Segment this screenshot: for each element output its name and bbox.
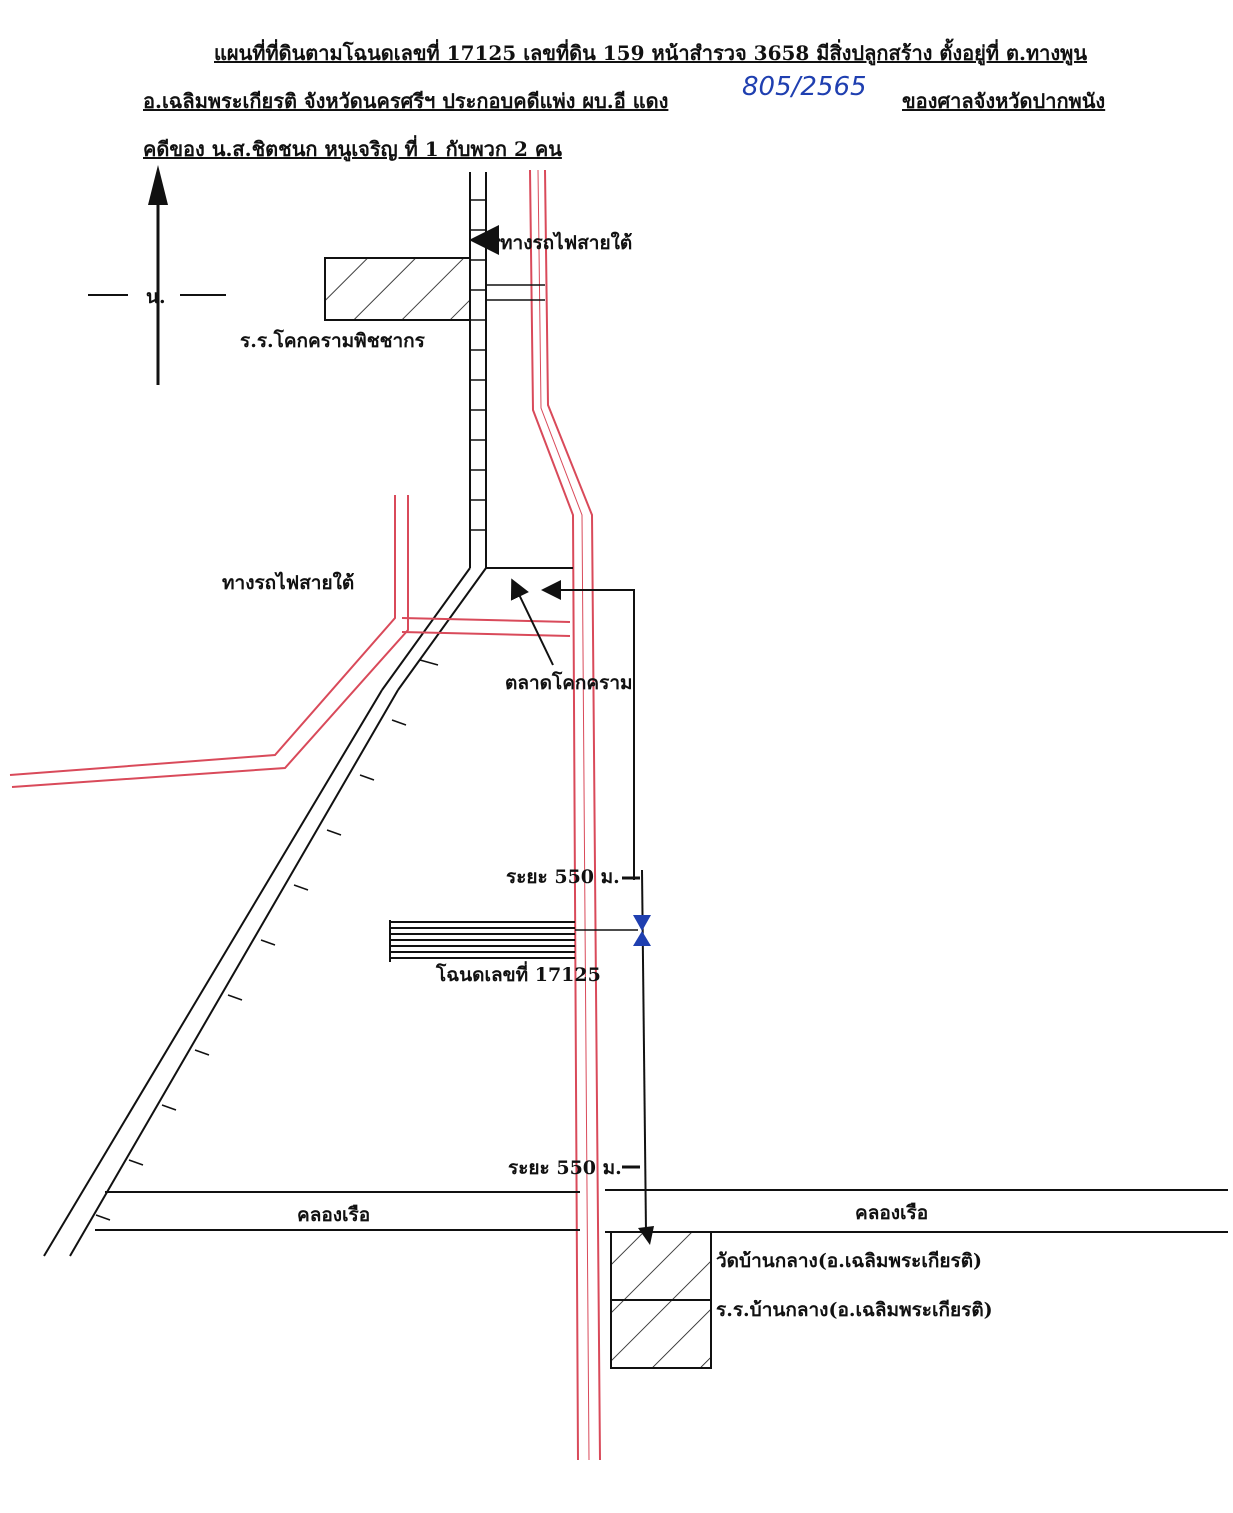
case-number-handwritten: 805/2565 (742, 72, 867, 102)
distance-label-2: ระยะ 550 ม. (508, 1157, 622, 1179)
road-left (9, 495, 571, 788)
header-line-3: คดีของ น.ส.ชิตชนก หนูเจริญ ที่ 1 กับพวก … (143, 137, 562, 161)
road-main (529, 169, 601, 1461)
school-bottom-label: ร.ร.บ้านกลาง(อ.เฉลิมพระเกียรติ) (716, 1299, 993, 1321)
location-marker-icon (633, 915, 651, 946)
school-bottom-block (610, 1299, 712, 1369)
deed-label: โฉนดเลขที่ 17125 (436, 964, 601, 986)
railway-top-label: ทางรถไฟสายใต้ (500, 232, 633, 254)
temple-label: วัดบ้านกลาง(อ.เฉลิมพระเกียรติ) (716, 1250, 983, 1272)
compass-icon (88, 165, 226, 385)
market-arrow-2 (541, 580, 635, 880)
header-line-2-end: ของศาลจังหวัดปากพนัง (902, 89, 1106, 113)
distance-label-1: ระยะ 550 ม. (506, 866, 620, 888)
north-label: น. (146, 286, 166, 308)
header-line-2: อ.เฉลิมพระเกียรติ จังหวัดนครศรีฯ ประกอบค… (143, 89, 669, 113)
market-arrow-1 (510, 578, 554, 666)
railway-ticks (95, 199, 486, 1221)
school-top-block (324, 257, 471, 321)
railway-left-label: ทางรถไฟสายใต้ (222, 572, 355, 594)
canal (95, 1189, 1228, 1233)
temple-block (610, 1231, 712, 1301)
school-top-label: ร.ร.โคกครามพิชชากร (240, 330, 425, 352)
deed-parcel (389, 920, 638, 962)
market-label: ตลาดโคกคราม (505, 672, 633, 694)
distance-line (641, 869, 647, 1233)
header-line-1: แผนที่ที่ดินตามโฉนดเลขที่ 17125 เลขที่ดิ… (214, 41, 1088, 65)
canal-right-label: คลองเรือ (855, 1202, 929, 1224)
canal-left-label: คลองเรือ (297, 1204, 371, 1226)
